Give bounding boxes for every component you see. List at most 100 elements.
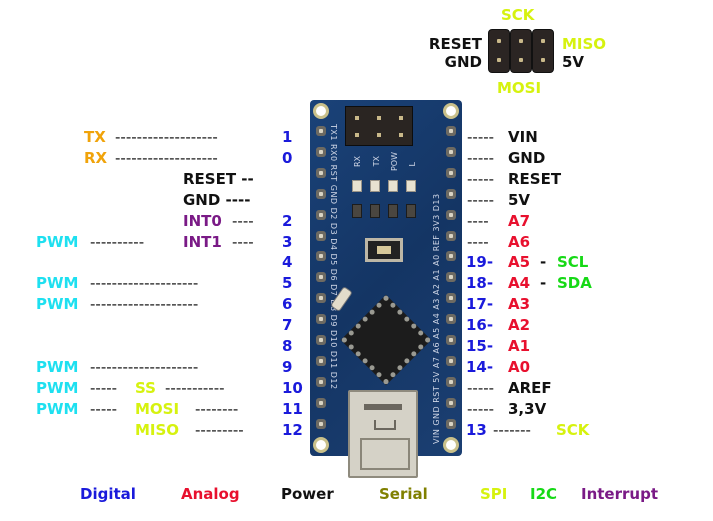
- leader-line: ----: [232, 232, 254, 251]
- legend-item-i2c: I2C: [530, 485, 558, 503]
- pin-number-d7: 7: [282, 316, 293, 335]
- pin-number-d9: 9: [282, 357, 293, 376]
- pin-label-aref: AREF: [508, 378, 552, 397]
- silkscreen-right: VIN GND RST 5V A7 A6 A5 A4 A3 A2 A1 A0 R…: [432, 193, 441, 444]
- header-pin: [446, 376, 456, 387]
- microcontroller-chip: [340, 294, 432, 386]
- header-pin: [316, 397, 326, 408]
- leader-line: -----: [467, 399, 495, 418]
- separator: -: [540, 253, 547, 272]
- pwm-label: PWM: [36, 399, 79, 418]
- legend-item-serial: Serial: [379, 485, 428, 503]
- led-label-rx: RX: [353, 156, 362, 168]
- silkscreen-left: TX1 RX0 RST GND D2 D3 D4 D5 D6 D7 D8 D9 …: [329, 124, 338, 390]
- header-pin: [316, 209, 326, 220]
- icsp-5v-label: 5V: [562, 53, 585, 71]
- header-pin: [316, 167, 326, 178]
- pin-number-d13: 13: [466, 420, 487, 439]
- pwm-label: PWM: [36, 295, 79, 314]
- header-pin: [446, 418, 456, 429]
- header-pin: [316, 418, 326, 429]
- resistor: [406, 204, 416, 218]
- pin-number-d12: 12: [282, 420, 303, 439]
- legend-item-spi: SPI: [480, 485, 508, 503]
- led-label-pow: POW: [390, 152, 399, 172]
- pin-label-5v: 5V: [508, 190, 531, 209]
- mounting-hole: [443, 103, 459, 119]
- pwm-label: PWM: [36, 274, 79, 293]
- icsp-header: [488, 29, 554, 73]
- leader-line: ----: [467, 232, 489, 251]
- pwm-label: PWM: [36, 232, 79, 251]
- header-pin: [446, 209, 456, 220]
- pin-label-a2: A2: [508, 316, 531, 335]
- interrupt-label-int0: INT0: [183, 211, 222, 230]
- led-label-tx: TX: [372, 156, 381, 167]
- pin-label-a1: A1: [508, 337, 531, 355]
- pwm-label: PWM: [36, 357, 79, 376]
- pin-label-gnd: GND: [508, 148, 546, 167]
- spi-label-sck: SCK: [556, 420, 590, 439]
- pin-label-reset: RESET: [508, 169, 562, 188]
- power-label: RESET --: [183, 169, 254, 188]
- leader-line: -----: [90, 378, 118, 397]
- i2c-label-sda: SDA: [557, 274, 592, 293]
- leader-line: -----: [467, 190, 495, 209]
- spi-label-mosi: MOSI: [135, 399, 180, 418]
- spi-label-ss: SS: [135, 378, 156, 397]
- header-pin: [446, 230, 456, 241]
- pin-label-a4: A4: [508, 274, 531, 293]
- leader-line: --------------------: [90, 274, 199, 293]
- header-pin: [446, 188, 456, 199]
- legend-item-power: Power: [281, 485, 334, 503]
- pin-number-d6: 6: [282, 295, 293, 314]
- header-pin: [446, 167, 456, 178]
- spi-label-miso: MISO: [135, 420, 180, 439]
- pin-number-d19: 19-: [466, 253, 494, 272]
- leader-line: -------------------: [115, 148, 218, 167]
- pin-number-d5: 5: [282, 274, 293, 293]
- resistor: [388, 204, 398, 218]
- icsp-sck-label: SCK: [501, 6, 535, 24]
- legend-item-interrupt: Interrupt: [581, 485, 658, 503]
- pin-label-a0: A0: [508, 357, 531, 376]
- icsp-gnd-label: GND: [444, 53, 482, 71]
- header-pin: [316, 188, 326, 199]
- pin-number-d16: 16-: [466, 316, 494, 335]
- mounting-hole: [313, 437, 329, 453]
- header-pin: [316, 355, 326, 366]
- icsp-pin-column: [510, 29, 532, 73]
- header-pin: [316, 314, 326, 325]
- resistor: [370, 204, 380, 218]
- led-tx: [370, 180, 380, 192]
- pin-number-d15: 15-: [466, 337, 494, 355]
- pin-label-a6: A6: [508, 232, 531, 251]
- board-icsp-header: [345, 106, 413, 146]
- header-pin: [316, 335, 326, 345]
- header-pin: [446, 397, 456, 408]
- icsp-mosi-label: MOSI: [497, 79, 542, 97]
- header-pin: [446, 335, 456, 345]
- pin-label-a5: A5: [508, 253, 531, 272]
- leader-line: -----: [467, 148, 495, 167]
- serial-label-tx: TX: [84, 128, 106, 146]
- reset-button[interactable]: [365, 238, 403, 262]
- pin-number-d14: 14-: [466, 357, 494, 376]
- leader-line: -----: [467, 378, 495, 397]
- header-pin: [316, 126, 326, 136]
- legend-item-digital: Digital: [80, 485, 136, 503]
- led-rx: [352, 180, 362, 192]
- header-pin: [446, 314, 456, 325]
- leader-line: -----: [467, 128, 495, 146]
- pin-number-d11: 11: [282, 399, 303, 418]
- arduino-nano-board: TX1 RX0 RST GND D2 D3 D4 D5 D6 D7 D8 D9 …: [310, 100, 462, 478]
- pin-number-d2: 2: [282, 211, 293, 230]
- header-pin: [316, 230, 326, 241]
- led-l: [406, 180, 416, 192]
- leader-line: -----: [467, 169, 495, 188]
- mounting-hole: [313, 103, 329, 119]
- i2c-label-scl: SCL: [557, 253, 589, 272]
- leader-line: --------: [195, 399, 239, 418]
- header-pin: [446, 126, 456, 136]
- pin-label-33v: 3,3V: [508, 399, 547, 418]
